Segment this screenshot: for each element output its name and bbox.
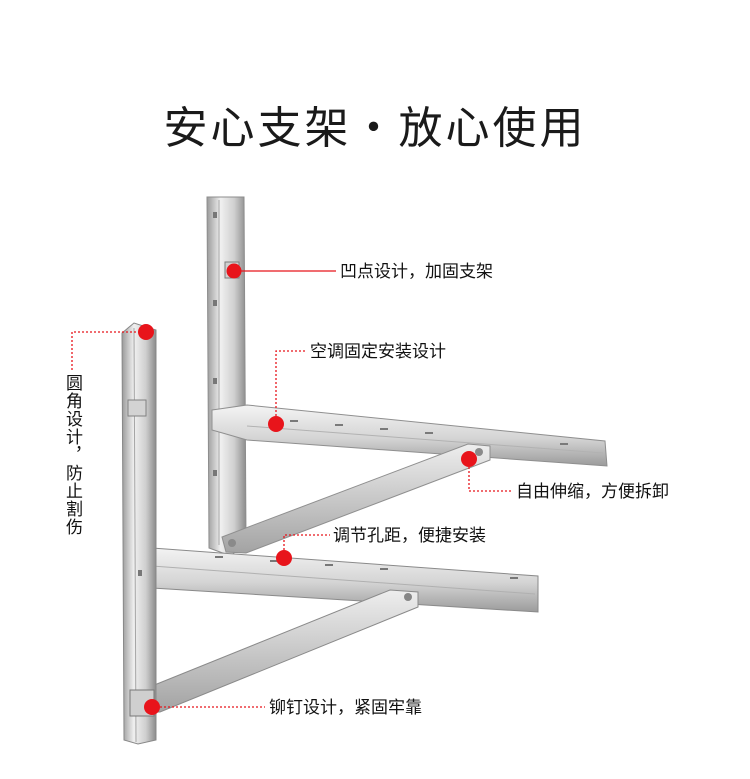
dot-rivet (144, 699, 160, 715)
dot-dent (226, 263, 242, 279)
dot-adjust (276, 550, 292, 566)
callout-dent-label: 凹点设计，加固支架 (340, 262, 493, 282)
back-bracket (206, 196, 608, 557)
dot-aircon (268, 416, 284, 432)
dot-corner (138, 324, 154, 340)
callout-adjust-label: 调节孔距，便捷安装 (333, 526, 486, 546)
back-arm (211, 404, 608, 467)
front-bracket (121, 322, 539, 745)
callout-aircon-label: 空调固定安装设计 (310, 342, 446, 362)
back-strut (221, 443, 491, 554)
front-strut (141, 589, 419, 713)
callout-dots (138, 263, 477, 715)
callout-rivet-label: 铆钉设计，紧固牢靠 (269, 698, 422, 718)
callout-corner-label: 圆角设计，防止割伤 (62, 374, 82, 536)
dot-telescopic (461, 451, 477, 467)
callout-lines (71, 270, 513, 708)
back-upright (206, 196, 247, 557)
page-title: 安心支架・放心使用 (163, 103, 587, 154)
callout-telescopic-label: 自由伸缩，方便拆卸 (516, 482, 669, 502)
front-upright (121, 322, 157, 745)
